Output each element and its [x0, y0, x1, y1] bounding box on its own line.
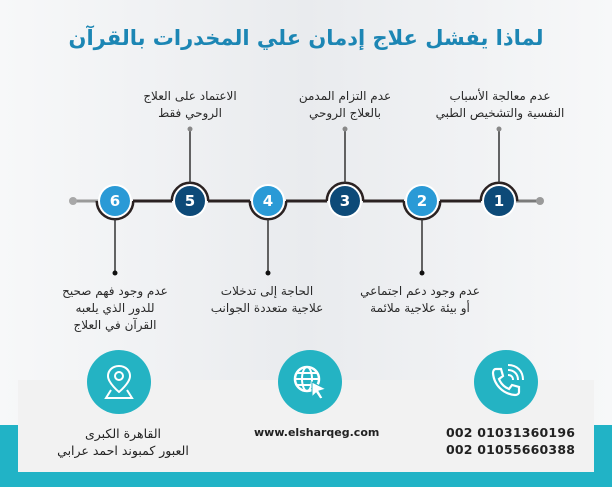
step-6-line3: القرآن في العلاج [73, 318, 157, 332]
step-6-line1: عدم وجود فهم صحيح [62, 284, 168, 298]
step-6-line2: للدور الذي يلعبه [75, 301, 155, 315]
phone-1[interactable]: 002 01031360196 [446, 425, 576, 440]
phone-circle [474, 350, 538, 414]
step-1-badge: 1 [484, 186, 514, 216]
step-1-label: عدم معالجة الأسباب النفسية والتشخيص الطب… [425, 88, 575, 122]
step-3-line1: عدم التزام المدمن [298, 89, 392, 103]
step-2-label: عدم وجود دعم اجتماعي أو بيئة علاجية ملائ… [345, 283, 495, 317]
phone-numbers: 002 01031360196 002 01055660388 [446, 424, 575, 458]
step-4-line1: الحاجة إلى تدخلات [220, 284, 314, 298]
step-2-line2: أو بيئة علاجية ملائمة [370, 301, 470, 315]
address: القاهرة الكبرى العبور كمبوند احمد عرابي [38, 425, 208, 459]
timeline [69, 126, 544, 276]
step-4-line2: علاجية متعددة الجوانب [210, 301, 324, 315]
step-3-line2: بالعلاج الروحي [309, 106, 381, 120]
step-1-line2: النفسية والتشخيص الطبي [435, 106, 565, 120]
step-2-badge: 2 [407, 186, 437, 216]
location-circle [87, 350, 151, 414]
step-5-badge: 5 [175, 186, 205, 216]
step-3-badge: 3 [330, 186, 360, 216]
website-link[interactable]: www.elsharqeg.com [254, 426, 380, 439]
location-pin-icon [104, 364, 134, 399]
address-line2: العبور كمبوند احمد عرابي [57, 443, 189, 458]
globe-cursor-icon [293, 365, 328, 400]
phone-2[interactable]: 002 01055660388 [446, 442, 576, 457]
step-3-label: عدم التزام المدمن بالعلاج الروحي [270, 88, 420, 122]
step-6-label: عدم وجود فهم صحيح للدور الذي يلعبه القرآ… [40, 283, 190, 334]
step-2-line1: عدم وجود دعم اجتماعي [360, 284, 480, 298]
step-4-badge: 4 [253, 186, 283, 216]
step-1-line1: عدم معالجة الأسباب [449, 89, 551, 103]
page-title: لماذا يفشل علاج إدمان علي المخدرات بالقر… [68, 26, 544, 50]
phone-call-icon [491, 364, 524, 397]
address-line1: القاهرة الكبرى [84, 426, 162, 441]
step-6-badge: 6 [100, 186, 130, 216]
step-5-label: الاعتماد على العلاج الروحي فقط [115, 88, 265, 122]
step-5-line1: الاعتماد على العلاج [143, 89, 237, 103]
step-4-label: الحاجة إلى تدخلات علاجية متعددة الجوانب [192, 283, 342, 317]
step-5-line2: الروحي فقط [158, 106, 222, 120]
web-circle [278, 350, 342, 414]
